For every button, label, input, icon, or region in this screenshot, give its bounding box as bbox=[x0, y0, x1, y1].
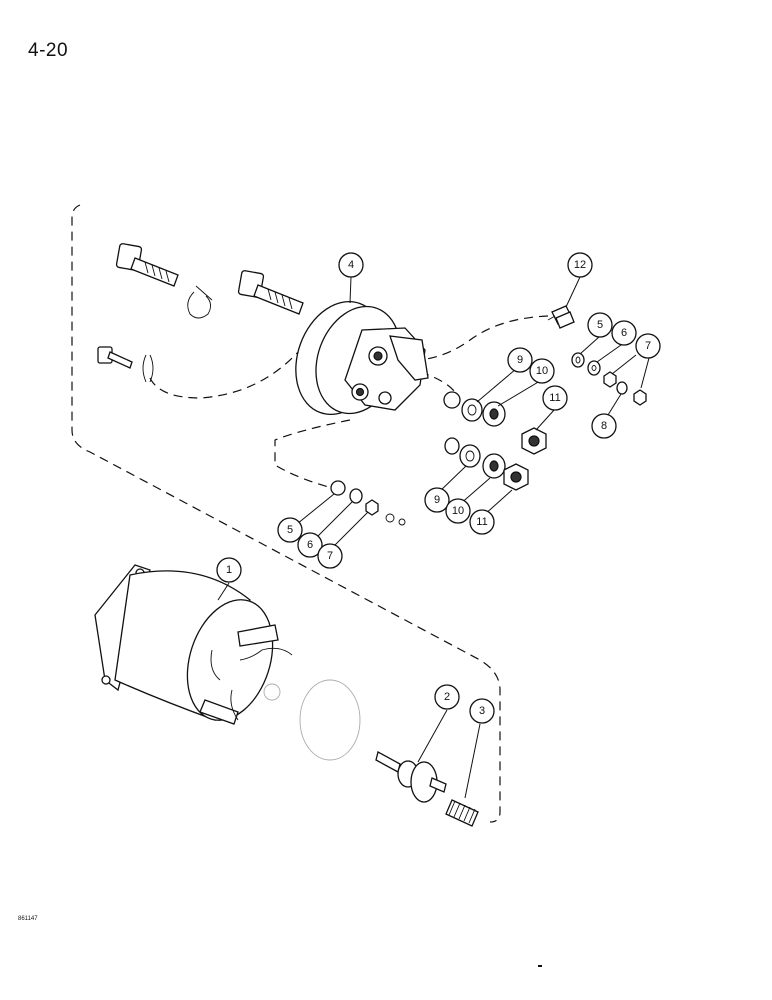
leader-10-upper bbox=[497, 380, 541, 407]
page-number: 4-20 bbox=[28, 40, 69, 61]
callout-10-lower: 10 bbox=[445, 498, 471, 524]
svg-text:6: 6 bbox=[307, 539, 313, 551]
spring bbox=[445, 799, 479, 827]
leader-7-left bbox=[333, 511, 369, 547]
lock-washer-small bbox=[142, 354, 154, 383]
callout-7-left: 7 bbox=[317, 543, 343, 569]
svg-text:5: 5 bbox=[597, 319, 603, 331]
svg-text:4: 4 bbox=[348, 259, 354, 271]
nut-10-upper bbox=[482, 401, 506, 427]
callout-3: 3 bbox=[469, 698, 495, 724]
gasket-faint bbox=[263, 679, 361, 761]
callout-4: 4 bbox=[338, 252, 364, 278]
leader-9-upper bbox=[476, 368, 517, 403]
svg-text:7: 7 bbox=[645, 340, 651, 352]
terminal-stud-right bbox=[237, 270, 304, 315]
svg-text:3: 3 bbox=[479, 705, 485, 717]
nut-7-right-a bbox=[603, 371, 617, 388]
leader-5-left bbox=[296, 493, 335, 525]
leader-7-right-a bbox=[611, 354, 637, 375]
connector-dashed-line-bolt bbox=[149, 349, 301, 399]
callout-9-lower: 9 bbox=[424, 487, 450, 513]
leader-11-upper bbox=[535, 408, 556, 431]
leader-5-right bbox=[579, 336, 600, 355]
washer-8 bbox=[616, 381, 628, 395]
washer-5-right bbox=[571, 352, 585, 368]
svg-text:10: 10 bbox=[452, 505, 464, 517]
small-bolt bbox=[97, 346, 133, 369]
callout-6-left: 6 bbox=[297, 532, 323, 558]
leader-6-right bbox=[596, 344, 622, 363]
terminal-stud-left bbox=[115, 243, 179, 287]
connector-dashed-line-12 bbox=[417, 315, 549, 361]
solenoid-cap bbox=[295, 300, 429, 416]
washer-6-left bbox=[349, 488, 363, 504]
leader-6-left bbox=[316, 501, 353, 538]
solenoid-body bbox=[94, 564, 293, 725]
svg-text:1: 1 bbox=[226, 564, 232, 576]
hex-bolt-12 bbox=[547, 305, 575, 329]
leader-4 bbox=[349, 276, 352, 304]
callout-12: 12 bbox=[567, 252, 593, 278]
washer-small-upper bbox=[443, 391, 461, 409]
svg-text:7: 7 bbox=[327, 550, 333, 562]
callout-5-right: 5 bbox=[587, 312, 613, 338]
leader-8 bbox=[607, 393, 622, 416]
callout-2: 2 bbox=[434, 684, 460, 710]
svg-text:5: 5 bbox=[287, 524, 293, 536]
svg-text:10: 10 bbox=[536, 365, 548, 377]
leader-2 bbox=[417, 709, 448, 763]
leader-9-lower bbox=[437, 465, 467, 494]
callout-9-upper: 9 bbox=[507, 347, 533, 373]
callout-6-right: 6 bbox=[611, 320, 637, 346]
svg-text:9: 9 bbox=[517, 354, 523, 366]
nut-10-lower bbox=[482, 453, 506, 479]
leader-7-right-b bbox=[640, 357, 650, 389]
small-parts-left bbox=[385, 513, 406, 526]
leader-3 bbox=[464, 723, 481, 799]
callout-8: 8 bbox=[591, 413, 617, 439]
nut-7-right-b bbox=[633, 389, 647, 406]
leader-12 bbox=[565, 276, 581, 308]
svg-text:6: 6 bbox=[621, 327, 627, 339]
callout-1: 1 bbox=[216, 557, 242, 583]
washer-9-lower bbox=[459, 444, 481, 468]
page-mark bbox=[538, 965, 542, 967]
callout-7-right: 7 bbox=[635, 333, 661, 359]
clip-ring bbox=[187, 285, 213, 319]
connector-dashed-line-lower bbox=[274, 419, 351, 491]
svg-text:8: 8 bbox=[601, 420, 607, 432]
callout-5-left: 5 bbox=[277, 517, 303, 543]
figure-code: 861147 bbox=[18, 916, 38, 922]
plunger bbox=[375, 751, 447, 803]
washer-5-left bbox=[330, 480, 346, 496]
nut-7-left bbox=[365, 499, 379, 516]
washer-6-right bbox=[587, 360, 601, 376]
svg-text:11: 11 bbox=[549, 392, 560, 404]
leader-1 bbox=[217, 582, 230, 601]
callout-11-lower: 11 bbox=[469, 509, 495, 535]
washer-small-lower bbox=[444, 437, 460, 455]
washer-9-upper bbox=[461, 398, 483, 422]
svg-text:11: 11 bbox=[476, 516, 487, 528]
flange-nut-11-lower bbox=[503, 463, 529, 491]
svg-text:2: 2 bbox=[444, 691, 450, 703]
callout-11-upper: 11 bbox=[542, 385, 568, 411]
flange-nut-11-upper bbox=[521, 427, 547, 455]
svg-text:12: 12 bbox=[574, 259, 586, 271]
callout-10-upper: 10 bbox=[529, 358, 555, 384]
svg-text:9: 9 bbox=[434, 494, 440, 506]
